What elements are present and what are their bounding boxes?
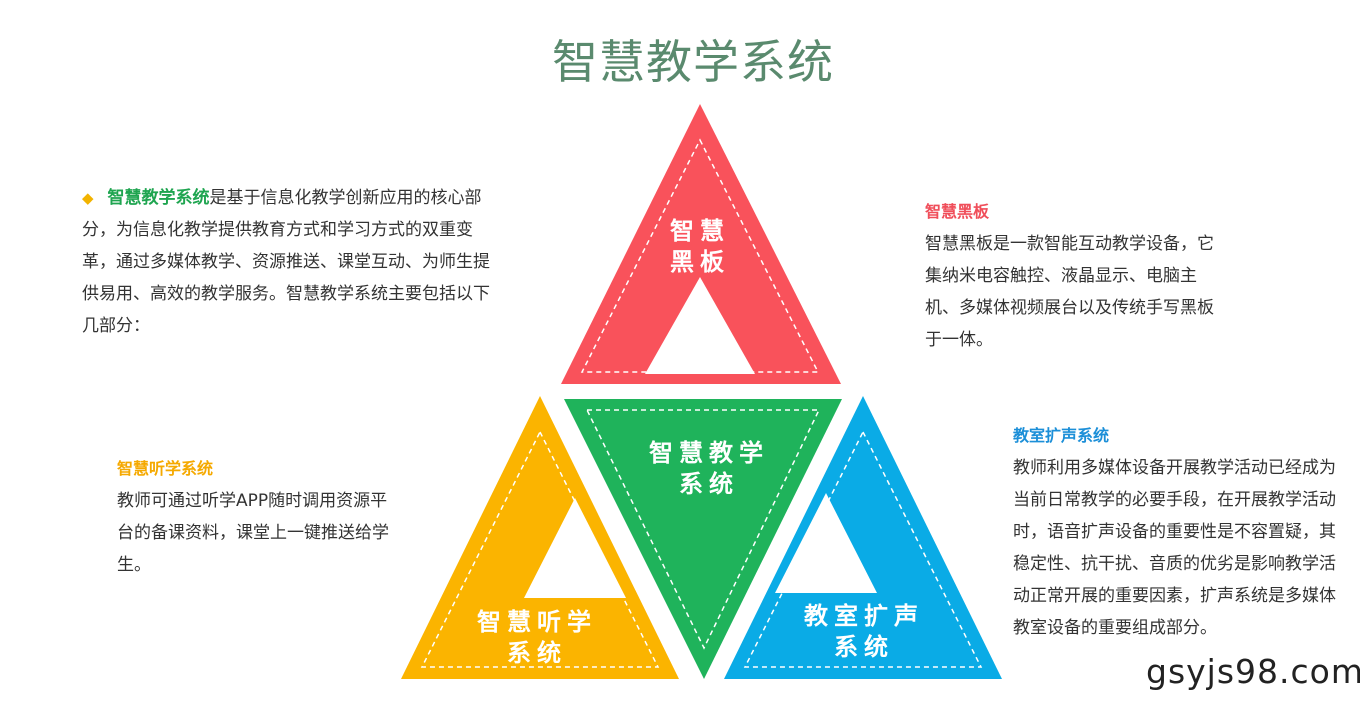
intro-text: 是基于信息化教学创新应用的核心部分，为信息化教学提供教育方式和学习方式的双重变革… xyxy=(82,188,490,336)
diamond-bullet-icon: ◆ xyxy=(82,189,94,207)
blackboard-description: 智慧黑板 智慧黑板是一款智能互动教学设备，它集纳米电容触控、液晶显示、电脑主机、… xyxy=(925,196,1245,356)
blackboard-text: 智慧黑板是一款智能互动教学设备，它集纳米电容触控、液晶显示、电脑主机、多媒体视频… xyxy=(925,234,1214,350)
triangle-teaching-line2: 系统 xyxy=(679,470,739,498)
sound-description: 教室扩声系统 教师利用多媒体设备开展教学活动已经成为当前日常教学的必要手段，在开… xyxy=(1013,420,1353,644)
intro-paragraph: ◆ 智慧教学系统是基于信息化教学创新应用的核心部分，为信息化教学提供教育方式和学习… xyxy=(82,182,502,342)
sound-heading: 教室扩声系统 xyxy=(1013,426,1110,445)
triangle-sound-line1: 教室扩声 xyxy=(804,602,924,630)
triangle-teaching: 智慧教学 系统 xyxy=(564,399,842,679)
triangle-sound-line2: 系统 xyxy=(834,633,894,661)
triangle-listening-line2: 系统 xyxy=(507,639,567,667)
triangle-listening: 智慧听学 系统 xyxy=(401,396,679,679)
blackboard-heading: 智慧黑板 xyxy=(925,202,990,221)
triangle-blackboard: 智慧 黑板 xyxy=(561,104,841,384)
watermark: gsyjs98.com xyxy=(1146,652,1360,691)
sound-text: 教师利用多媒体设备开展教学活动已经成为当前日常教学的必要手段，在开展教学活动时，… xyxy=(1013,458,1336,638)
triangle-listening-line1: 智慧听学 xyxy=(477,608,597,636)
triangle-blackboard-line2: 黑板 xyxy=(670,248,730,276)
triangle-sound: 教室扩声 系统 xyxy=(724,396,1002,679)
page-title: 智慧教学系统 xyxy=(552,35,834,89)
listening-description: 智慧听学系统 教师可通过听学APP随时调用资源平台的备课资料，课堂上一键推送给学… xyxy=(117,453,407,581)
listening-heading: 智慧听学系统 xyxy=(117,459,214,478)
intro-highlight: 智慧教学系统 xyxy=(107,188,210,208)
triangle-blackboard-line1: 智慧 xyxy=(670,217,730,245)
triangle-teaching-line1: 智慧教学 xyxy=(649,439,769,467)
listening-text: 教师可通过听学APP随时调用资源平台的备课资料，课堂上一键推送给学生。 xyxy=(117,491,389,575)
